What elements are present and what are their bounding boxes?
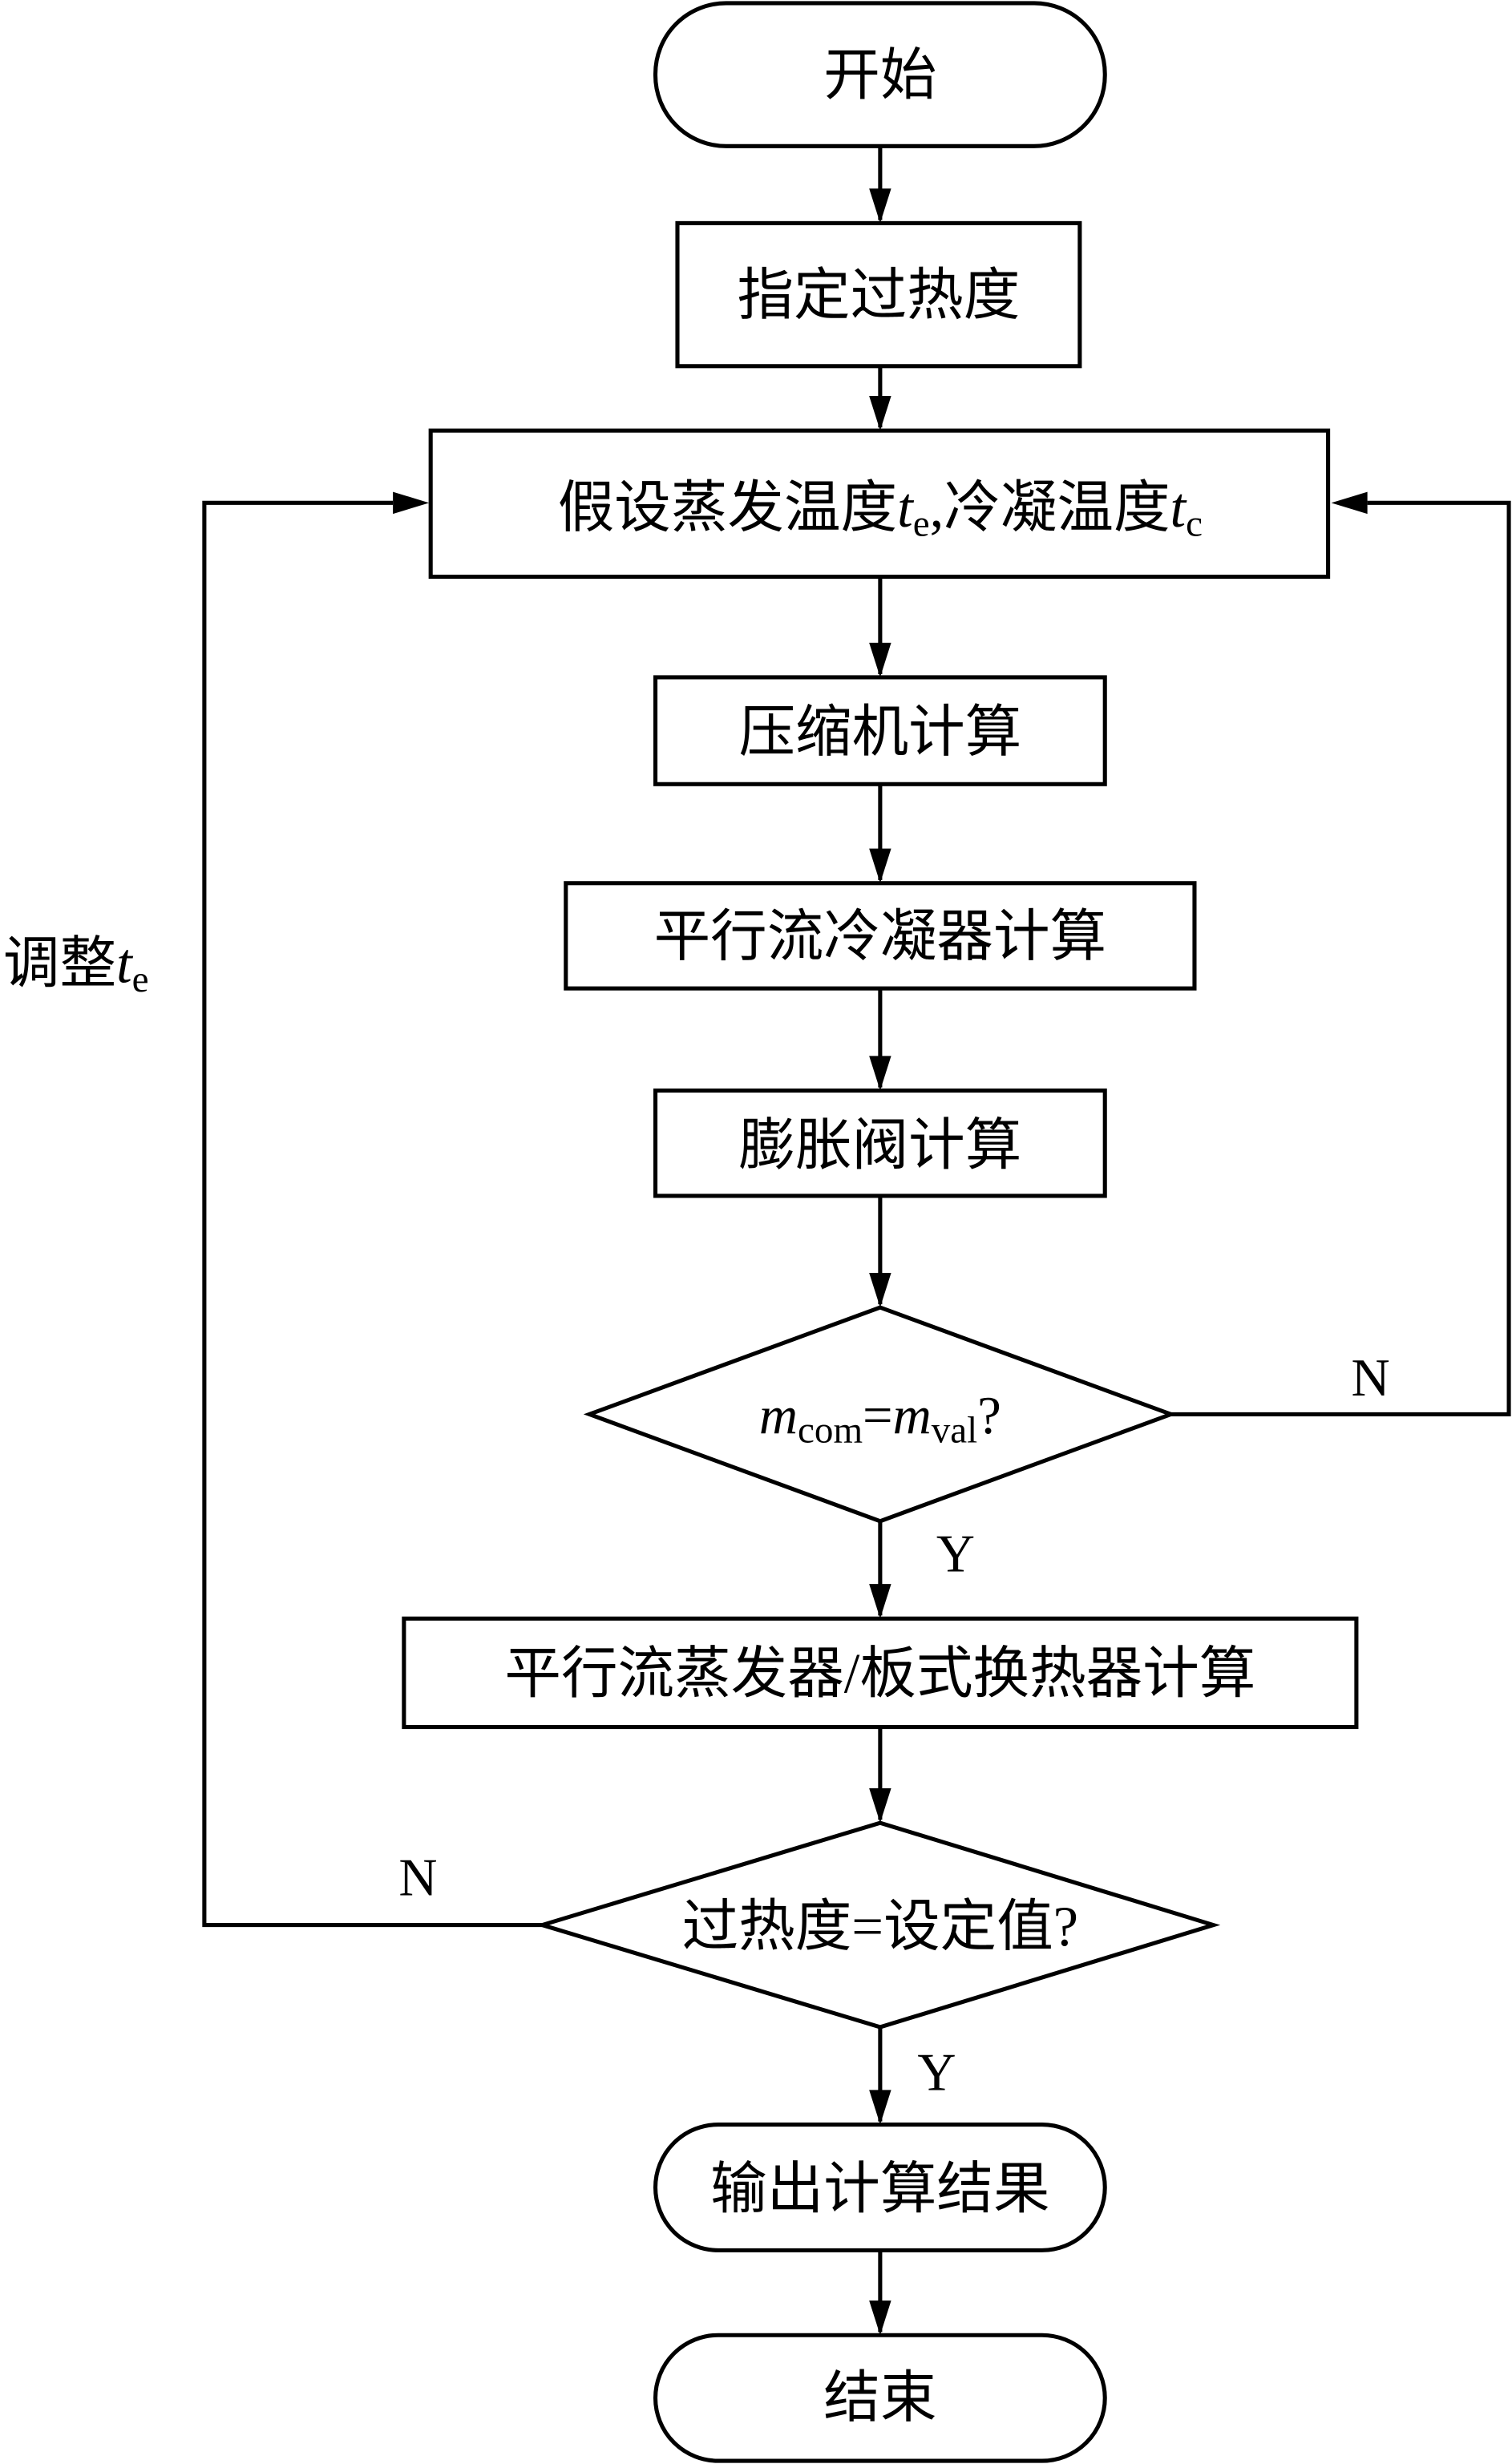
node-condenser: 平行流冷凝器计算 bbox=[564, 881, 1197, 991]
evaporator-label: 平行流蒸发器/板式换热器计算 bbox=[504, 1642, 1255, 1705]
arrowhead bbox=[1331, 491, 1368, 515]
arrowhead bbox=[869, 2300, 891, 2336]
arrowhead bbox=[393, 491, 430, 515]
adjust-te-label: 调整te bbox=[3, 932, 149, 1000]
mass-no-label: N bbox=[1351, 1349, 1389, 1408]
edge-mass-no-loop bbox=[1170, 500, 1511, 1416]
assume-temps-label: 假设蒸发温度te,冷凝温度tc bbox=[558, 477, 1203, 545]
arrowhead bbox=[869, 2090, 891, 2125]
node-decision-mass: mcom=mval? bbox=[583, 1305, 1177, 1524]
superheat-yes-label: Y bbox=[917, 2043, 956, 2102]
superheat-no-label: N bbox=[398, 1848, 437, 1907]
arrowhead bbox=[869, 642, 891, 677]
node-start: 开始 bbox=[653, 1, 1107, 148]
compressor-label: 压缩机计算 bbox=[738, 701, 1021, 764]
arrowhead bbox=[869, 848, 891, 883]
node-valve: 膨胀阀计算 bbox=[653, 1089, 1107, 1198]
output-label: 输出计算结果 bbox=[710, 2158, 1049, 2220]
end-label: 结束 bbox=[823, 2367, 936, 2430]
set-superheat-label: 指定过热度 bbox=[738, 265, 1021, 327]
node-set-superheat: 指定过热度 bbox=[675, 220, 1082, 369]
node-assume-temps: 假设蒸发温度te,冷凝温度tc bbox=[428, 428, 1331, 580]
arrowhead bbox=[869, 1788, 891, 1824]
start-label: 开始 bbox=[823, 45, 936, 107]
arrowhead bbox=[869, 188, 891, 224]
arrowhead bbox=[869, 396, 891, 431]
decision-mass-label: mcom=mval? bbox=[759, 1387, 1001, 1452]
arrowhead bbox=[869, 1056, 891, 1091]
set-superheat-box bbox=[675, 220, 1082, 369]
valve-box bbox=[653, 1089, 1107, 1198]
node-compressor: 压缩机计算 bbox=[653, 675, 1107, 786]
decision-superheat-label: 过热度=设定值? bbox=[682, 1896, 1078, 1958]
mass-yes-label: Y bbox=[936, 1525, 975, 1583]
node-evaporator: 平行流蒸发器/板式换热器计算 bbox=[402, 1616, 1359, 1730]
node-end: 结束 bbox=[653, 2333, 1107, 2463]
condenser-label: 平行流冷凝器计算 bbox=[654, 906, 1107, 968]
arrowhead bbox=[869, 1272, 891, 1308]
edge-superheat-no-loop bbox=[202, 500, 543, 1928]
condenser-box bbox=[564, 881, 1197, 991]
end-terminal-shape bbox=[653, 2333, 1107, 2463]
arrowhead bbox=[869, 1584, 891, 1619]
node-decision-superheat: 过热度=设定值? bbox=[535, 1820, 1221, 2030]
valve-label: 膨胀阀计算 bbox=[738, 1115, 1021, 1177]
compressor-box bbox=[653, 675, 1107, 786]
evaporator-box bbox=[402, 1616, 1359, 1730]
node-output: 输出计算结果 bbox=[653, 2122, 1107, 2252]
